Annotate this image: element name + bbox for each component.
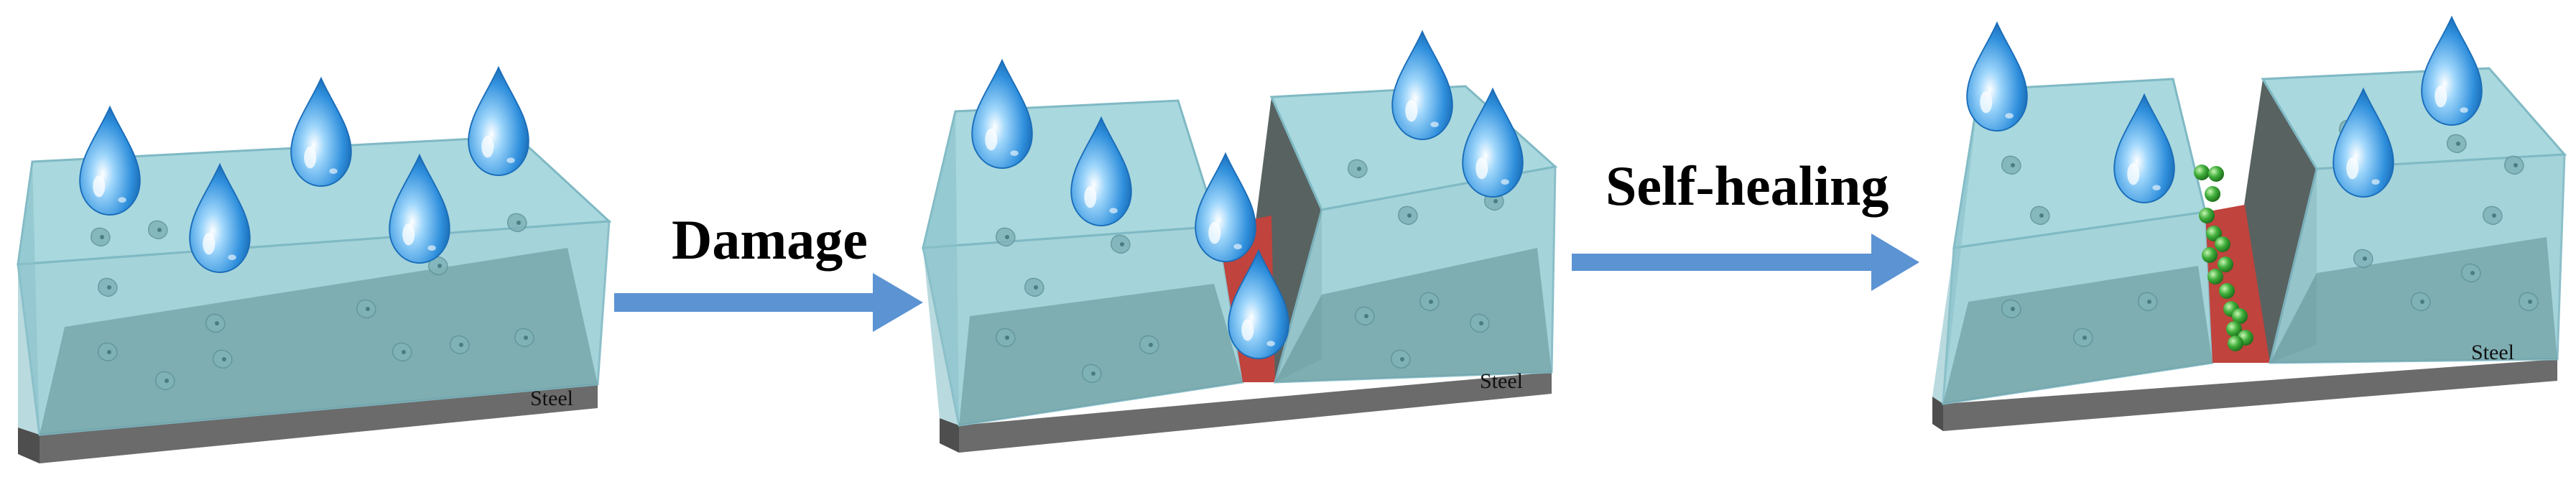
steel-substrate [959,372,1552,453]
panel-damaged: Steel [922,31,1558,453]
panel-healed: Steel [1932,17,2567,431]
panel-intact: Steel [17,67,612,463]
arrow-self-healing: Self-healing [1572,154,1919,291]
steel-label-damaged: Steel [1480,369,1523,393]
steel-substrate [40,384,598,463]
self-healing-label: Self-healing [1606,154,1889,217]
damage-label: Damage [672,208,868,271]
coating-inner-shade [40,248,598,435]
steel-substrate [1943,359,2557,431]
steel-label-healed: Steel [2471,341,2514,364]
steel-label-intact: Steel [530,387,573,410]
arrow-damage: Damage [614,208,923,332]
